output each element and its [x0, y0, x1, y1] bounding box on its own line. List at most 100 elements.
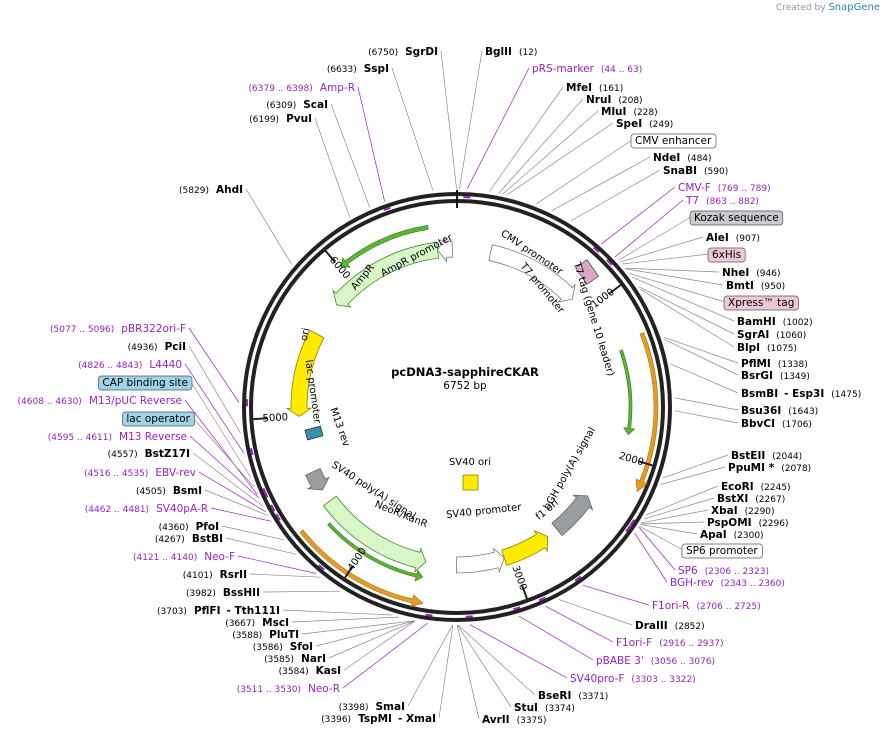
svg-text:(3703)PflFI- Tth111I: (3703)PflFI- Tth111I — [157, 605, 280, 617]
label-ahdi: (5829)AhdI — [179, 184, 243, 196]
svg-text:pRS-marker(44 .. 63): pRS-marker(44 .. 63) — [532, 63, 642, 75]
feature-arrow — [488, 244, 576, 303]
svg-text:Xpress™ tag: Xpress™ tag — [728, 297, 794, 309]
leader-line — [641, 509, 709, 524]
svg-text:(4462 .. 4481)SV40pA-R: (4462 .. 4481)SV40pA-R — [85, 503, 208, 515]
label-nhei: NheI(946) — [722, 267, 781, 279]
label-sp6-promoter: SP6 promoter — [681, 543, 763, 559]
label-bstz17i: (4557)BstZ17I — [108, 448, 190, 460]
leader-line — [330, 103, 371, 208]
svg-text:(3982)BssHII: (3982)BssHII — [186, 587, 260, 599]
svg-text:StuI(3374): StuI(3374) — [514, 702, 575, 714]
primer-marker — [606, 259, 613, 266]
plasmid-size: 6752 bp — [443, 380, 487, 392]
leader-line — [619, 236, 704, 263]
label-bsmi: (4505)BsmI — [136, 485, 202, 497]
label-pflmi: PflMI(1338) — [741, 358, 808, 370]
svg-text:(4360)PfoI: (4360)PfoI — [159, 521, 219, 533]
leader-line — [407, 624, 453, 707]
svg-text:SV40pro-F(3303 .. 3322): SV40pro-F(3303 .. 3322) — [570, 673, 696, 685]
svg-text:(5077 .. 5096)pBR322ori-F: (5077 .. 5096)pBR322ori-F — [50, 323, 186, 335]
leader-line — [210, 507, 272, 522]
svg-text:SgrAI(1060): SgrAI(1060) — [737, 329, 806, 341]
label-nari: (3585)NarI — [264, 653, 326, 665]
feature-label-ori: ori — [299, 327, 312, 342]
tick-label: 5000 — [262, 412, 288, 424]
label-bmti: BmtI(950) — [726, 280, 785, 292]
leader-line — [639, 525, 684, 551]
leader-line — [237, 555, 317, 574]
svg-text:BstEII(2044): BstEII(2044) — [731, 450, 802, 462]
leader-line — [301, 620, 415, 635]
svg-text:CMV-F(769 .. 789): CMV-F(769 .. 789) — [678, 182, 771, 194]
svg-text:SP6 promoter: SP6 promoter — [686, 545, 758, 557]
svg-text:pBABE 3'(3056 .. 3076): pBABE 3'(3056 .. 3076) — [596, 655, 715, 667]
label-bstbi: (4267)BstBI — [155, 533, 223, 545]
svg-text:(3396)TspMI- XmaI: (3396)TspMI- XmaI — [321, 713, 436, 725]
svg-text:PpuMI *(2078): PpuMI *(2078) — [728, 462, 811, 474]
label-pcii: (4936)PciI — [128, 341, 186, 353]
feature-arrow — [285, 329, 325, 417]
label-smai: (3398)SmaI — [339, 701, 405, 713]
svg-text:(6379 .. 6398)Amp-R: (6379 .. 6398)Amp-R — [249, 82, 355, 94]
label-scai: (6309)ScaI — [266, 99, 328, 111]
leader-line — [249, 573, 321, 578]
label-tspmi: (3396)TspMI- XmaI — [321, 713, 436, 725]
primer-marker — [538, 596, 546, 602]
svg-text:SpeI(249): SpeI(249) — [616, 118, 673, 130]
leader-line — [192, 417, 255, 488]
leader-line — [631, 276, 735, 322]
leader-line — [629, 273, 726, 303]
svg-text:(4595 .. 4611)M13 Reverse: (4595 .. 4611)M13 Reverse — [48, 431, 187, 443]
leader-line — [638, 286, 735, 335]
label-sv40pro-f: SV40pro-F(3303 .. 3322) — [570, 673, 696, 685]
svg-text:(4101)RsrII: (4101)RsrII — [183, 569, 247, 581]
label-pflfi: (3703)PflFI- Tth111I — [157, 605, 280, 617]
leader-line — [570, 169, 661, 222]
svg-text:(3511 .. 3530)Neo-R: (3511 .. 3530)Neo-R — [237, 683, 340, 695]
leader-line — [314, 117, 351, 218]
green-arc — [619, 349, 636, 436]
leader-line — [391, 67, 434, 191]
leader-line — [225, 537, 297, 555]
tick-mark — [344, 565, 354, 579]
label-draiii: DraIII(2852) — [635, 620, 705, 632]
leader-line — [646, 485, 719, 516]
svg-text:T7(863 .. 882): T7(863 .. 882) — [685, 195, 759, 207]
label-pluti: (3588)PluTI — [232, 629, 299, 641]
label-spei: SpeI(249) — [616, 118, 673, 130]
feature-arrow — [437, 236, 453, 263]
label-cap-binding-site: CAP binding site — [98, 375, 193, 391]
svg-text:(6633)SspI: (6633)SspI — [327, 63, 389, 75]
label-bgh-rev: BGH-rev(2343 .. 2360) — [670, 577, 785, 589]
leader-line — [315, 620, 415, 647]
label-kasi: (3584)KasI — [279, 665, 341, 677]
label-alei: AleI(907) — [706, 232, 760, 244]
label-bglii: BglII(12) — [485, 46, 537, 58]
leader-line — [621, 253, 710, 265]
snapgene-logo: SnapGene — [828, 2, 880, 13]
svg-text:XbaI(2290): XbaI(2290) — [711, 505, 775, 517]
primer-marker — [513, 606, 521, 611]
label-apai: ApaI(2300) — [700, 529, 764, 541]
label-sfoi: (3586)SfoI — [253, 641, 313, 653]
leader-line — [221, 525, 285, 541]
svg-text:MfeI(161): MfeI(161) — [566, 82, 623, 94]
leader-line — [643, 497, 715, 520]
label-sgrdi: (6750)SgrDI — [368, 46, 438, 58]
label-ebv-rev: (4516 .. 4535)EBV-rev — [84, 467, 196, 479]
primer-marker — [263, 490, 269, 498]
green-arc — [327, 522, 424, 582]
label-ppumi: PpuMI *(2078) — [728, 462, 811, 474]
leader-line — [440, 50, 457, 190]
label-cmv-f: CMV-F(769 .. 789) — [678, 182, 771, 194]
label-mfei: MfeI(161) — [566, 82, 623, 94]
leader-line — [545, 605, 614, 643]
label-bsrgi: BsrGI(1349) — [741, 370, 810, 382]
label-l4440: (4826 .. 4843)L4440 — [78, 359, 182, 371]
tick-label: 4000 — [346, 546, 369, 573]
svg-text:(4267)BstBI: (4267)BstBI — [155, 533, 223, 545]
feature-arrow — [551, 494, 594, 537]
label-bamhi: BamHI(1002) — [737, 316, 813, 328]
svg-text:(3584)KasI: (3584)KasI — [279, 665, 341, 677]
